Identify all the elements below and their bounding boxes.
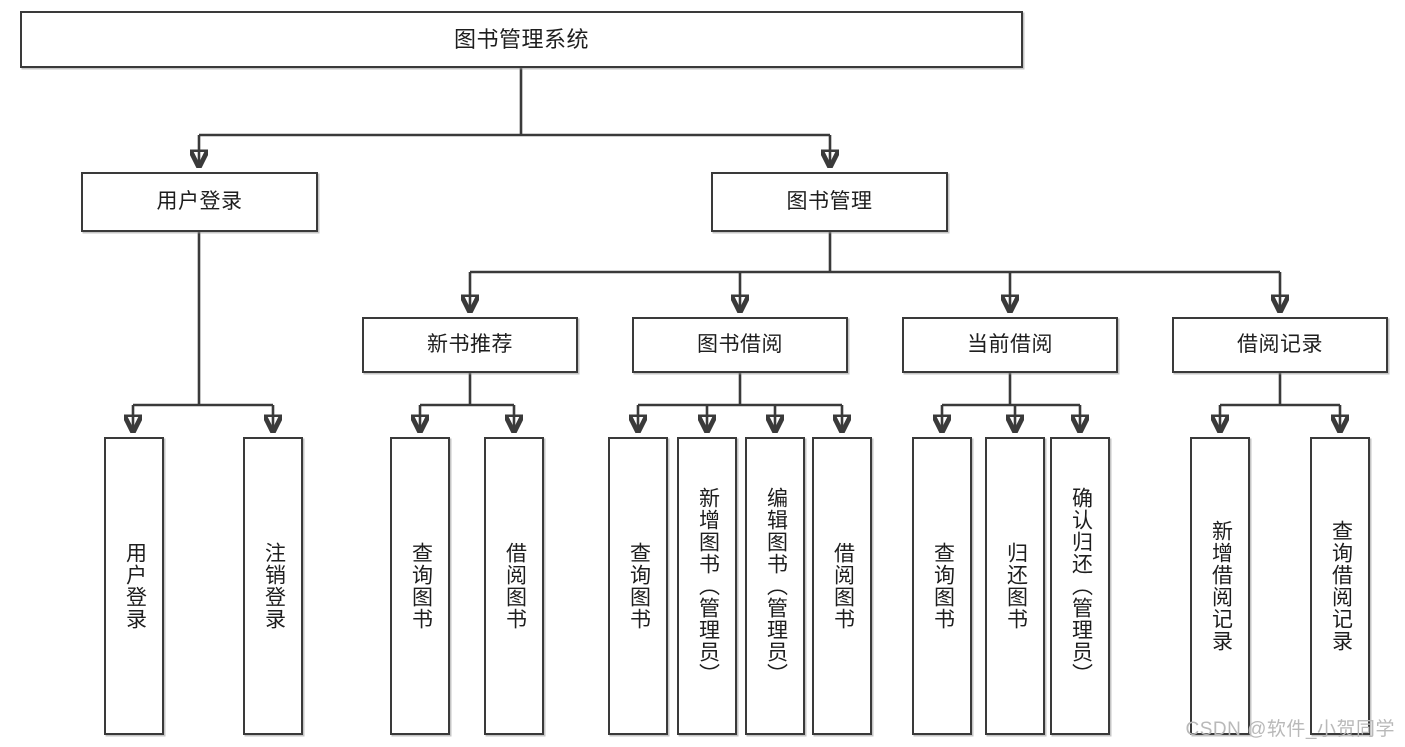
node-new-book-rec-label: 新书推荐 [427,332,513,356]
leaf-user-logout-label: 注销登录 [262,542,286,630]
leaf-query-book-2-label: 查询图书 [627,542,651,630]
node-borrow-record[interactable]: 借阅记录 [1172,317,1388,373]
leaf-query-record[interactable]: 查询借阅记录 [1310,437,1370,735]
leaf-add-record[interactable]: 新增借阅记录 [1190,437,1250,735]
leaf-query-book-1-label: 查询图书 [409,542,433,630]
leaf-user-login[interactable]: 用户登录 [104,437,164,735]
leaf-query-book-3[interactable]: 查询图书 [912,437,972,735]
leaf-confirm-return[interactable]: 确认归还（管理员） [1050,437,1110,735]
leaf-query-book-1[interactable]: 查询图书 [390,437,450,735]
leaf-edit-book-label: 编辑图书（管理员） [764,487,788,685]
node-book-borrow-label: 图书借阅 [697,332,783,356]
node-user-login-label: 用户登录 [156,189,243,213]
leaf-edit-book[interactable]: 编辑图书（管理员） [745,437,805,735]
leaf-query-record-label: 查询借阅记录 [1329,520,1353,652]
leaf-add-book-label: 新增图书（管理员） [696,487,720,685]
node-current-borrow[interactable]: 当前借阅 [902,317,1118,373]
node-root[interactable]: 图书管理系统 [20,11,1023,68]
leaf-borrow-book-1[interactable]: 借阅图书 [484,437,544,735]
node-book-manage-label: 图书管理 [786,189,873,213]
node-book-borrow[interactable]: 图书借阅 [632,317,848,373]
leaf-add-record-label: 新增借阅记录 [1209,520,1233,652]
leaf-user-logout[interactable]: 注销登录 [243,437,303,735]
leaf-return-book-label: 归还图书 [1004,542,1028,630]
leaf-user-login-label: 用户登录 [123,542,147,630]
node-user-login[interactable]: 用户登录 [81,172,318,232]
node-book-manage[interactable]: 图书管理 [711,172,948,232]
leaf-add-book[interactable]: 新增图书（管理员） [677,437,737,735]
leaf-borrow-book-2[interactable]: 借阅图书 [812,437,872,735]
node-borrow-record-label: 借阅记录 [1237,332,1323,356]
leaf-borrow-book-2-label: 借阅图书 [831,542,855,630]
leaf-return-book[interactable]: 归还图书 [985,437,1045,735]
leaf-query-book-2[interactable]: 查询图书 [608,437,668,735]
leaf-query-book-3-label: 查询图书 [931,542,955,630]
node-root-label: 图书管理系统 [453,26,589,52]
leaf-borrow-book-1-label: 借阅图书 [503,542,527,630]
leaf-confirm-return-label: 确认归还（管理员） [1069,487,1093,685]
node-new-book-rec[interactable]: 新书推荐 [362,317,578,373]
node-current-borrow-label: 当前借阅 [967,332,1053,356]
csdn-watermark: CSDN @软件_小贺同学 [1185,719,1395,740]
